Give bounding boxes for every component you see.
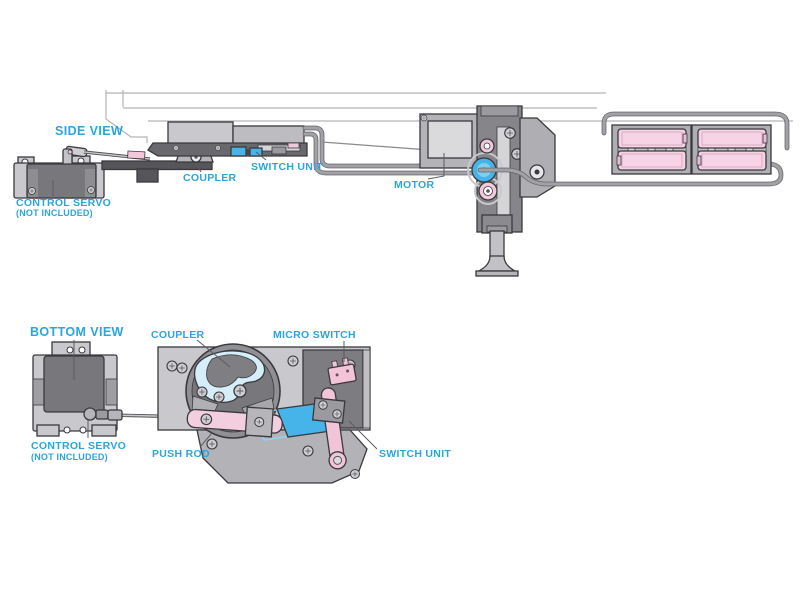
label-switch-unit-side: SWITCH UNIT xyxy=(251,161,323,173)
label-control-servo-note-bottom: (NOT INCLUDED) xyxy=(31,452,108,462)
battery-pack xyxy=(611,124,772,175)
label-control-servo-bottom: CONTROL SERVO xyxy=(31,440,126,452)
side-view-labels: SIDE VIEW CONTROL SERVO (NOT INCLUDED) C… xyxy=(16,124,445,218)
push-rod-linkage xyxy=(186,406,283,438)
push-rod-side xyxy=(83,150,151,161)
motor-unit xyxy=(419,105,556,277)
bottom-view-labels: BOTTOM VIEW COUPLER MICRO SWITCH CONTROL… xyxy=(30,325,451,462)
micro-switch xyxy=(327,357,357,386)
label-coupler-side: COUPLER xyxy=(183,172,237,184)
side-view: SIDE VIEW CONTROL SERVO (NOT INCLUDED) C… xyxy=(13,90,793,277)
label-switch-unit-bottom: SWITCH UNIT xyxy=(379,448,451,460)
control-servo-bottom xyxy=(32,341,118,437)
label-micro-switch: MICRO SWITCH xyxy=(273,329,356,341)
label-motor: MOTOR xyxy=(394,179,435,191)
side-view-title: SIDE VIEW xyxy=(55,124,123,138)
switch-lever xyxy=(311,387,347,470)
label-control-servo-side: CONTROL SERVO xyxy=(16,197,111,209)
switch-unit-side xyxy=(147,121,308,157)
label-control-servo-note-side: (NOT INCLUDED) xyxy=(16,208,93,218)
label-coupler-bottom: COUPLER xyxy=(151,329,205,341)
label-push-rod: PUSH ROD xyxy=(152,448,210,460)
wiring-left xyxy=(302,125,483,176)
battery-holder-2 xyxy=(696,128,768,171)
cover-plate xyxy=(196,429,368,484)
coupler-jaw xyxy=(206,354,257,388)
bottom-view: BOTTOM VIEW COUPLER MICRO SWITCH CONTROL… xyxy=(30,325,451,484)
wiring-right xyxy=(477,111,790,187)
battery-holder-1 xyxy=(616,128,688,171)
bottom-view-title: BOTTOM VIEW xyxy=(30,325,124,339)
support-leg xyxy=(489,230,505,259)
control-servo-side xyxy=(13,145,105,199)
